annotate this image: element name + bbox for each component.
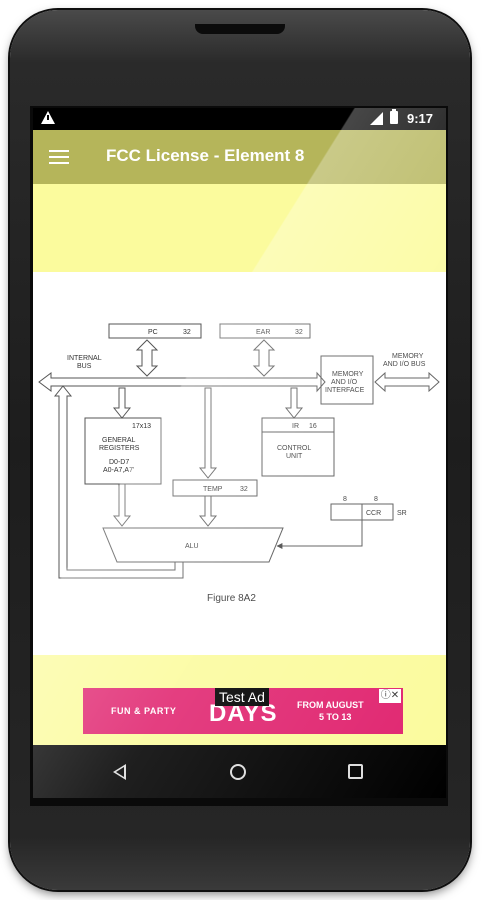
pc-register-box bbox=[108, 323, 202, 339]
gen-reg-label-4: A0-A7,A7' bbox=[103, 467, 134, 474]
alu-shape bbox=[102, 527, 284, 563]
ear-bus-arrow bbox=[252, 339, 276, 377]
ir-bits: 16 bbox=[309, 423, 317, 430]
control-label-1: CONTROL bbox=[277, 445, 311, 452]
ad-close-icon[interactable]: ⓘ✕ bbox=[379, 689, 401, 703]
ear-register-box bbox=[219, 323, 311, 339]
memory-io-label-2: AND I/O bbox=[331, 379, 358, 386]
gen-reg-label-2: REGISTERS bbox=[99, 445, 140, 452]
sr-hi-bits: 8 bbox=[343, 496, 347, 503]
warning-triangle-icon bbox=[41, 111, 55, 124]
status-bar: 9:17 bbox=[33, 108, 446, 130]
gen-reg-size: 17x13 bbox=[132, 423, 151, 430]
top-panel bbox=[33, 184, 446, 272]
temp-to-alu-arrow bbox=[198, 495, 218, 527]
memory-io-label-1: MEMORY bbox=[332, 371, 364, 378]
internal-bus-label-2: BUS bbox=[77, 363, 92, 370]
gen-reg-label-3: D0-D7 bbox=[109, 459, 129, 466]
hamburger-menu-icon[interactable] bbox=[49, 150, 69, 164]
navigation-bar bbox=[33, 745, 446, 798]
ccr-label: CCR bbox=[366, 510, 381, 517]
internal-bus-arrow bbox=[38, 371, 326, 393]
pc-label: PC bbox=[148, 329, 158, 336]
memory-io-bus-label-2: AND I/O BUS bbox=[383, 361, 426, 368]
bus-to-temp-arrow bbox=[198, 387, 218, 479]
ad-banner[interactable]: FUN & PARTY DAYS Test Ad FROM AUGUST 5 T… bbox=[83, 688, 403, 734]
sr-lo-bits: 8 bbox=[374, 496, 378, 503]
ear-label: EAR bbox=[256, 329, 270, 336]
bus-to-ir-arrow bbox=[284, 387, 304, 419]
internal-bus-label-1: INTERNAL bbox=[67, 355, 102, 362]
bus-to-registers-arrow bbox=[112, 387, 132, 419]
pc-bits: 32 bbox=[183, 329, 191, 336]
memory-io-bus-label-1: MEMORY bbox=[392, 353, 424, 360]
alu-label: ALU bbox=[185, 543, 199, 550]
ir-label: IR bbox=[292, 423, 299, 430]
alu-feedback-path bbox=[53, 385, 184, 579]
pc-bus-arrow bbox=[135, 339, 159, 377]
ad-right-text-2: 5 TO 13 bbox=[319, 712, 352, 722]
registers-to-alu-arrow bbox=[112, 483, 132, 527]
temp-register-box bbox=[172, 479, 258, 497]
app-title: FCC License - Element 8 bbox=[106, 146, 305, 165]
sr-label: SR bbox=[397, 510, 407, 517]
control-label-2: UNIT bbox=[286, 453, 303, 460]
temp-label: TEMP bbox=[203, 486, 223, 493]
home-circle-icon[interactable] bbox=[230, 764, 246, 780]
cell-signal-icon bbox=[370, 112, 383, 125]
figure-area: PC 32 EAR 32 INTERNAL BUS MEMORY AND I/O… bbox=[33, 272, 446, 655]
temp-bits: 32 bbox=[240, 486, 248, 493]
status-time: 9:17 bbox=[407, 111, 434, 126]
app-bar: FCC License - Element 8 bbox=[33, 130, 446, 184]
test-ad-label: Test Ad bbox=[215, 688, 269, 706]
control-unit-box bbox=[261, 417, 335, 477]
gen-reg-label-1: GENERAL bbox=[102, 437, 136, 444]
phone-screen: 9:17 FCC License - Element 8 bbox=[33, 108, 446, 798]
memory-io-interface-box bbox=[320, 355, 374, 405]
back-triangle-icon[interactable] bbox=[113, 764, 126, 780]
ad-right-text-1: FROM AUGUST bbox=[297, 700, 364, 710]
battery-icon bbox=[390, 109, 398, 124]
cpu-block-diagram: PC 32 EAR 32 INTERNAL BUS MEMORY AND I/O… bbox=[38, 323, 440, 604]
ad-left-text: FUN & PARTY bbox=[111, 706, 177, 716]
figure-caption: Figure 8A2 bbox=[207, 593, 256, 604]
recents-square-icon[interactable] bbox=[348, 764, 363, 779]
earpiece-speaker bbox=[195, 24, 285, 34]
memory-io-label-3: INTERFACE bbox=[325, 387, 365, 394]
ear-bits: 32 bbox=[295, 329, 303, 336]
external-bus-arrow bbox=[374, 371, 440, 393]
sr-to-alu-arrow bbox=[276, 520, 363, 549]
